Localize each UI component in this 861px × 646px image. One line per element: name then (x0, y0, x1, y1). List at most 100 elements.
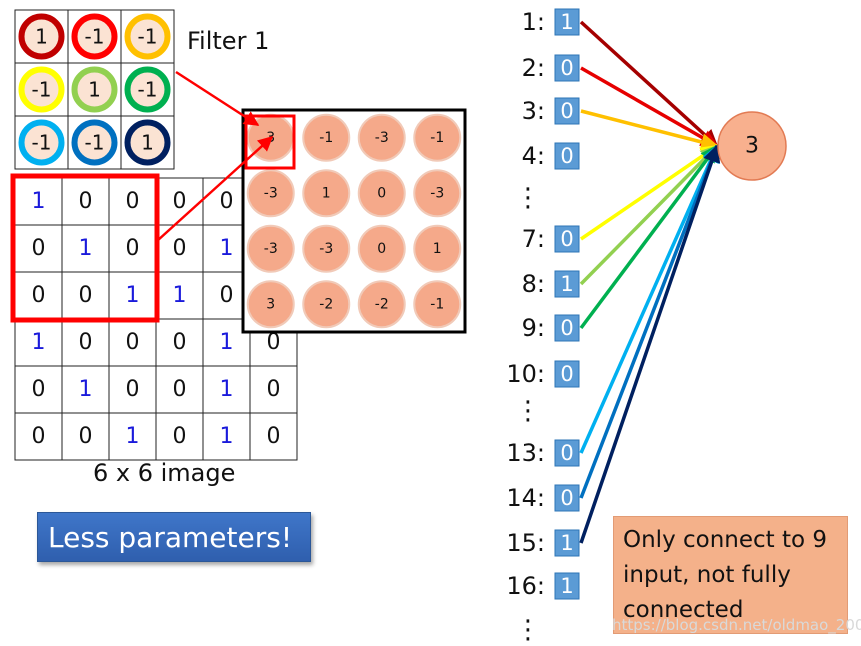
input-value: 0 (560, 56, 573, 80)
watermark: https://blog.csdn.net/oldmao_2001 (612, 616, 861, 634)
input-box (554, 225, 580, 253)
input-value: 1 (560, 531, 573, 555)
input-label: 13: (506, 439, 545, 467)
input-label: 10: (506, 360, 545, 388)
filter-cell-value: -1 (138, 25, 158, 49)
feature-cell (246, 224, 295, 273)
connection-line (580, 144, 719, 241)
input-box (554, 439, 580, 467)
image-cell-value: 0 (126, 330, 140, 355)
input-box (554, 484, 580, 512)
output-neuron: 3 (717, 111, 787, 181)
feature-cell (357, 169, 406, 218)
image-cell-value: 0 (173, 189, 187, 214)
filter-cell-value: 1 (88, 78, 101, 102)
filter-cell-value: 1 (35, 25, 48, 49)
image-cell-value: 0 (79, 424, 93, 449)
feature-cell (357, 280, 406, 329)
image-cell-value: 0 (79, 189, 93, 214)
filter-cell-value: -1 (85, 131, 105, 155)
feature-cell-value: -3 (264, 241, 278, 257)
feature-cell-value: 0 (377, 241, 386, 257)
feature-cell-value: -3 (319, 241, 333, 257)
feature-cell-value: -3 (264, 185, 278, 201)
output-neuron-circle (717, 111, 787, 181)
connection-line (579, 144, 719, 454)
image-cell-value: 1 (220, 330, 234, 355)
connection-line (579, 144, 721, 544)
image-cell-value: 1 (32, 189, 46, 214)
ellipsis: ⋮ (515, 396, 541, 426)
image-cell-value: 0 (126, 236, 140, 261)
image-cell-value: 1 (173, 283, 187, 308)
image-caption: 6 x 6 image (93, 459, 236, 487)
input-value: 0 (560, 486, 573, 510)
input-value: 0 (560, 441, 573, 465)
image-cell-value: 0 (32, 377, 46, 402)
filter-cell-value: 1 (141, 131, 154, 155)
image-cell-value: 1 (32, 330, 46, 355)
filter-cell-ring (18, 13, 65, 60)
filter-cell-ring (71, 66, 118, 113)
connection-note: Only connect to 9 input, not fully conne… (613, 516, 848, 634)
feature-cell-value: 0 (377, 185, 386, 201)
input-box (554, 314, 580, 342)
filter-cell-ring (18, 66, 65, 113)
image-cell-value: 0 (173, 424, 187, 449)
image-cell-value: 1 (220, 424, 234, 449)
ellipsis: ⋮ (515, 183, 541, 213)
connection-line (579, 144, 719, 286)
input-label: 2: (522, 54, 545, 82)
input-box (554, 97, 580, 125)
input-label: 9: (522, 314, 545, 342)
feature-cell (302, 169, 351, 218)
image-cell-value: 1 (126, 283, 140, 308)
feature-cell-value: -1 (430, 296, 444, 312)
filter-cell-ring (124, 119, 171, 166)
output-neuron-value: 3 (745, 134, 759, 159)
filter-cell-value: -1 (138, 78, 158, 102)
image-cell-value: 1 (220, 236, 234, 261)
ellipsis: ⋮ (515, 615, 541, 645)
filter-cell-value: -1 (32, 131, 52, 155)
feature-cell (413, 169, 462, 218)
input-label: 7: (522, 225, 545, 253)
filter-cell-ring (18, 119, 65, 166)
field-to-map-arrow (156, 135, 274, 242)
feature-cell-value: 1 (433, 241, 442, 257)
input-value: 0 (560, 99, 573, 123)
connection-line (579, 144, 719, 330)
feature-cell-value: -2 (319, 296, 333, 312)
input-value: 0 (560, 144, 573, 168)
input-label: 1: (522, 8, 545, 36)
filter-to-map-arrow (175, 70, 260, 127)
feature-cell (302, 224, 351, 273)
image-cell-value: 0 (126, 189, 140, 214)
image-cell-value: 0 (79, 283, 93, 308)
connections (156, 20, 721, 544)
image-cell-value: 0 (173, 236, 187, 261)
feature-cell (246, 169, 295, 218)
feature-cell-value: -3 (375, 130, 389, 146)
image-cell-value: 0 (79, 330, 93, 355)
input-label: 14: (506, 484, 545, 512)
connection-line (580, 109, 719, 151)
image-cell-value: 0 (32, 424, 46, 449)
input-label: 4: (522, 142, 545, 170)
image-cell-value: 0 (220, 283, 234, 308)
connection-line (580, 66, 719, 148)
input-box (554, 270, 580, 298)
feature-cell (302, 113, 351, 162)
feature-cell-value: -1 (430, 130, 444, 146)
image-cell-value: 0 (173, 377, 187, 402)
image-cell-value: 0 (126, 377, 140, 402)
image-cell-value: 0 (267, 424, 281, 449)
input-box (554, 360, 580, 388)
input-box (554, 529, 580, 557)
input-label: 15: (506, 529, 545, 557)
input-box (554, 142, 580, 170)
input-list: 1:12:03:04:0⋮7:08:19:010:0⋮13:014:015:11… (506, 8, 580, 645)
feature-cell (413, 113, 462, 162)
connection-line (579, 20, 719, 148)
